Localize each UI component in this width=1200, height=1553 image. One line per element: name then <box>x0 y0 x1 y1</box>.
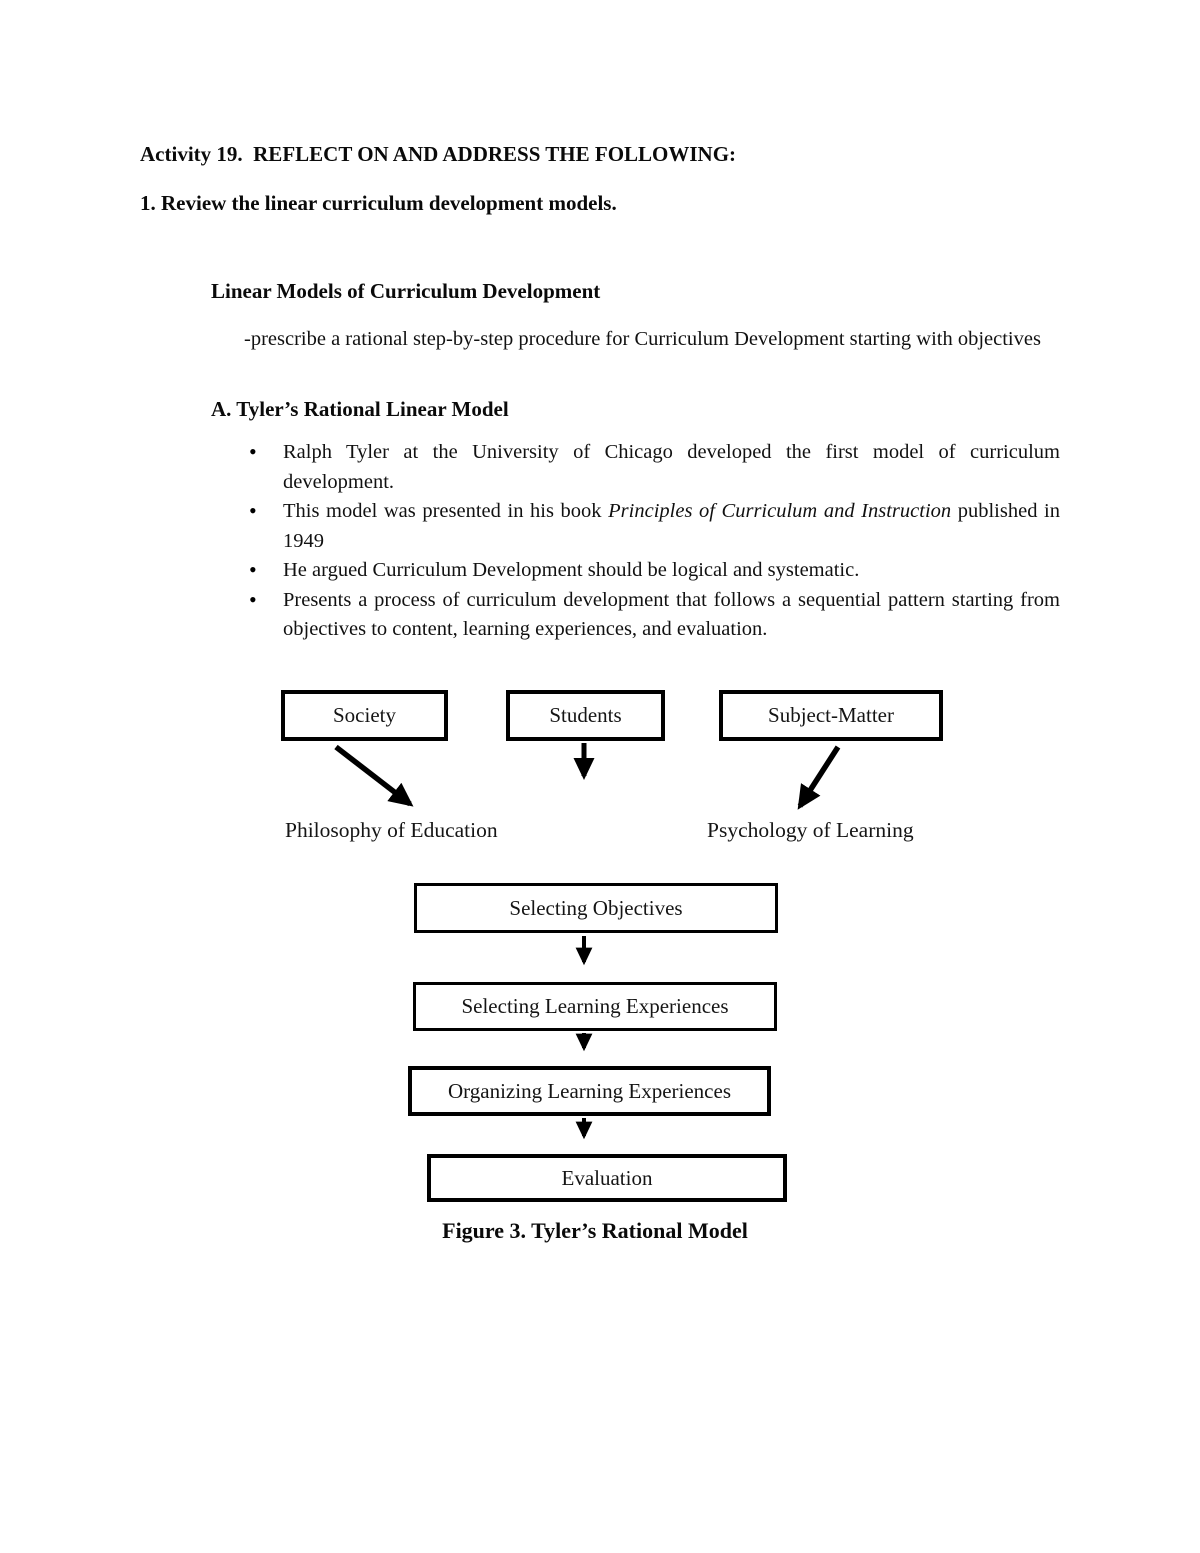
book-title: Principles of Curriculum and Instruction <box>608 500 952 522</box>
arrow-society-to-philosophy <box>334 744 414 807</box>
list-item: Presents a process of curriculum develop… <box>247 585 1060 645</box>
list-item: Ralph Tyler at the University of Chicago… <box>247 437 1060 497</box>
bullet-text: Presents a process of curriculum develop… <box>283 588 1060 641</box>
section-description: -prescribe a rational step-by-step proce… <box>244 328 1041 350</box>
figure-caption: Figure 3. Tyler’s Rational Model <box>442 1218 748 1243</box>
question-heading: 1. Review the linear curriculum developm… <box>140 191 617 215</box>
diagram-box-society: Society <box>281 690 448 741</box>
activity-heading: Activity 19. REFLECT ON AND ADDRESS THE … <box>140 142 737 166</box>
subsection-title: A. Tyler’s Rational Linear Model <box>211 397 509 421</box>
bullet-text: This model was presented in his book <box>283 500 609 522</box>
diagram-box-selecting-learning-experiences: Selecting Learning Experiences <box>413 982 777 1031</box>
diagram-box-evaluation: Evaluation <box>427 1154 787 1202</box>
label-philosophy-of-education: Philosophy of Education <box>285 818 498 842</box>
diagram-box-selecting-objectives: Selecting Objectives <box>414 883 778 933</box>
list-item: This model was presented in his book Pri… <box>247 496 1060 556</box>
bullet-text: Ralph Tyler at the University of Chicago… <box>283 441 1060 493</box>
diagram-box-students: Students <box>506 690 665 741</box>
label-psychology-of-learning: Psychology of Learning <box>707 818 914 842</box>
arrow-subject-to-psychology <box>797 745 841 810</box>
bullet-text: published in 1949 <box>283 500 1060 552</box>
diagram-box-subject-matter: Subject-Matter <box>719 690 943 741</box>
list-item: He argued Curriculum Development should … <box>247 555 1060 586</box>
diagram-box-organizing-learning-experiences: Organizing Learning Experiences <box>408 1066 771 1116</box>
bullet-text: He argued Curriculum Development should … <box>283 559 860 581</box>
bullet-list: Ralph Tyler at the University of Chicago… <box>247 437 1060 645</box>
section-title: Linear Models of Curriculum Development <box>211 279 601 303</box>
